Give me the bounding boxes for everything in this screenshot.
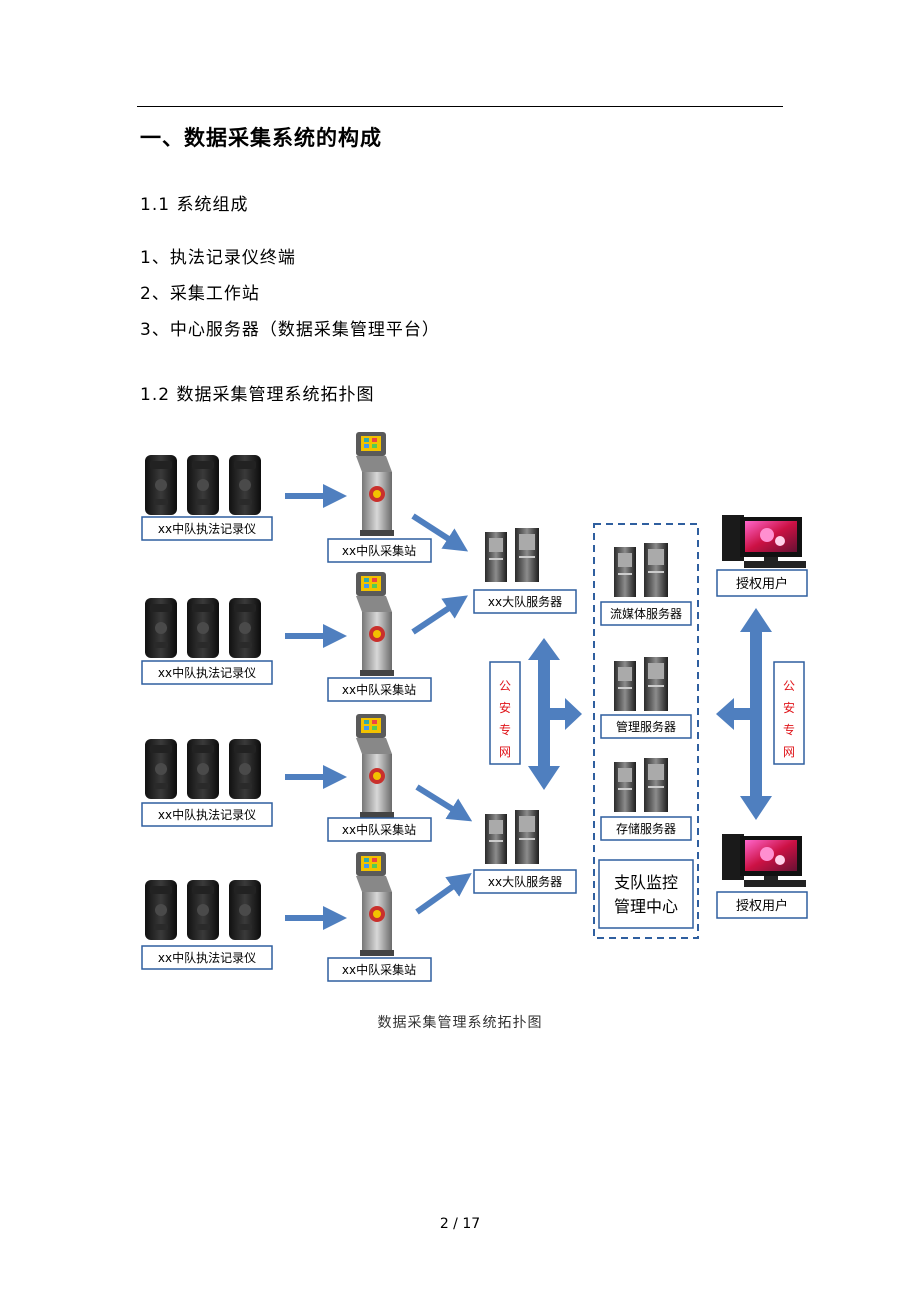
streaming-server: 流媒体服务器 bbox=[600, 543, 692, 626]
station-group-2: xx中队采集站 bbox=[327, 572, 432, 702]
station-label: xx中队采集站 bbox=[342, 962, 416, 977]
network-char: 安 bbox=[499, 700, 511, 715]
arrow-diagonal bbox=[411, 595, 468, 635]
recorder-group-3: xx中队执法记录仪 bbox=[141, 739, 273, 827]
network-arrow-right: 公 安 专 网 bbox=[716, 608, 805, 820]
brigade-server-2: xx大队服务器 bbox=[473, 810, 577, 894]
network-label-box bbox=[773, 661, 805, 765]
recorder-label: xx中队执法记录仪 bbox=[158, 807, 256, 822]
network-label-box bbox=[489, 661, 521, 765]
kiosk-icon bbox=[356, 572, 394, 676]
network-char: 公 bbox=[499, 679, 511, 693]
double-arrow-icon bbox=[716, 608, 772, 820]
topology-diagram: xx中队执法记录仪 xx中队采集站 xx中队执法记录仪 xx中队采集站 xx中队… bbox=[141, 432, 808, 982]
storage-server: 存储服务器 bbox=[600, 758, 692, 841]
center-label-line-2: 管理中心 bbox=[614, 897, 678, 916]
list-item-1: 1、执法记录仪终端 bbox=[140, 248, 296, 268]
recorder-device-icon bbox=[145, 739, 261, 799]
brigade-server-1: xx大队服务器 bbox=[473, 528, 577, 614]
server-icon bbox=[614, 758, 668, 812]
list-item-3: 3、中心服务器（数据采集管理平台） bbox=[140, 320, 440, 340]
server-icon bbox=[485, 528, 539, 582]
storage-server-label: 存储服务器 bbox=[616, 821, 676, 836]
subsection-1-1: 1.1 系统组成 bbox=[140, 195, 249, 215]
arrow-diagonal bbox=[415, 873, 472, 915]
recorder-label-box bbox=[141, 945, 273, 970]
computer-icon bbox=[722, 834, 806, 887]
server-icon bbox=[614, 657, 668, 711]
user-label-box bbox=[716, 569, 808, 597]
station-label: xx中队采集站 bbox=[342, 543, 416, 558]
network-char: 网 bbox=[783, 745, 795, 759]
monitoring-center-box bbox=[593, 523, 699, 939]
recorder-group-1: xx中队执法记录仪 bbox=[141, 455, 273, 541]
network-char: 专 bbox=[783, 722, 795, 737]
server-label-box bbox=[473, 589, 577, 614]
user-label: 授权用户 bbox=[736, 898, 788, 914]
recorder-device-icon bbox=[145, 598, 261, 658]
figure-caption: 数据采集管理系统拓扑图 bbox=[377, 1015, 543, 1031]
station-label-box bbox=[327, 538, 432, 563]
subsection-1-2: 1.2 数据采集管理系统拓扑图 bbox=[140, 385, 375, 405]
server-label-box bbox=[600, 816, 692, 841]
recorder-group-2: xx中队执法记录仪 bbox=[141, 598, 273, 685]
mgmt-server: 管理服务器 bbox=[600, 657, 692, 739]
network-char: 专 bbox=[499, 722, 511, 737]
double-arrow-icon bbox=[528, 638, 582, 790]
recorder-label: xx中队执法记录仪 bbox=[158, 665, 256, 680]
recorder-device-icon bbox=[145, 880, 261, 940]
server-label-box bbox=[600, 714, 692, 739]
recorder-label-box bbox=[141, 660, 273, 685]
kiosk-icon bbox=[356, 714, 394, 818]
authorized-user-1: 授权用户 bbox=[716, 515, 808, 597]
kiosk-icon bbox=[356, 432, 394, 536]
user-label-box bbox=[716, 891, 808, 919]
recorder-group-4: xx中队执法记录仪 bbox=[141, 880, 273, 970]
recorder-label: xx中队执法记录仪 bbox=[158, 521, 256, 536]
recorder-device-icon bbox=[145, 455, 261, 515]
recorder-label: xx中队执法记录仪 bbox=[158, 950, 256, 965]
kiosk-icon bbox=[356, 852, 394, 956]
server-label-box bbox=[600, 601, 692, 626]
network-char: 公 bbox=[783, 679, 795, 693]
server-icon bbox=[614, 543, 668, 597]
station-label-box bbox=[327, 677, 432, 702]
arrow-diagonal bbox=[411, 513, 469, 552]
recorder-label-box bbox=[141, 802, 273, 827]
brigade-server-label: xx大队服务器 bbox=[488, 594, 562, 609]
page-number: 2 / 17 bbox=[439, 1216, 481, 1232]
station-group-4: xx中队采集站 bbox=[327, 852, 432, 982]
user-label: 授权用户 bbox=[736, 576, 788, 592]
center-label-line-1: 支队监控 bbox=[614, 873, 678, 892]
station-label-box bbox=[327, 817, 432, 842]
mgmt-server-label: 管理服务器 bbox=[616, 719, 676, 734]
center-label-box bbox=[598, 859, 694, 929]
recorder-label-box bbox=[141, 516, 273, 541]
authorized-user-2: 授权用户 bbox=[716, 834, 808, 919]
streaming-server-label: 流媒体服务器 bbox=[610, 606, 682, 621]
station-label: xx中队采集站 bbox=[342, 682, 416, 697]
station-label-box bbox=[327, 957, 432, 982]
server-label-box bbox=[473, 869, 577, 894]
brigade-server-label: xx大队服务器 bbox=[488, 874, 562, 889]
computer-icon bbox=[722, 515, 806, 568]
server-icon bbox=[485, 810, 539, 864]
arrow-diagonal bbox=[415, 784, 473, 822]
header-rule bbox=[137, 106, 783, 107]
station-group-1: xx中队采集站 bbox=[327, 432, 432, 563]
station-label: xx中队采集站 bbox=[342, 822, 416, 837]
network-char: 网 bbox=[499, 745, 511, 759]
section-heading: 一、数据采集系统的构成 bbox=[140, 126, 382, 150]
station-group-3: xx中队采集站 bbox=[327, 714, 432, 842]
network-char: 安 bbox=[783, 700, 795, 715]
network-arrow-left: 公 安 专 网 bbox=[489, 638, 582, 790]
list-item-2: 2、采集工作站 bbox=[140, 284, 260, 304]
